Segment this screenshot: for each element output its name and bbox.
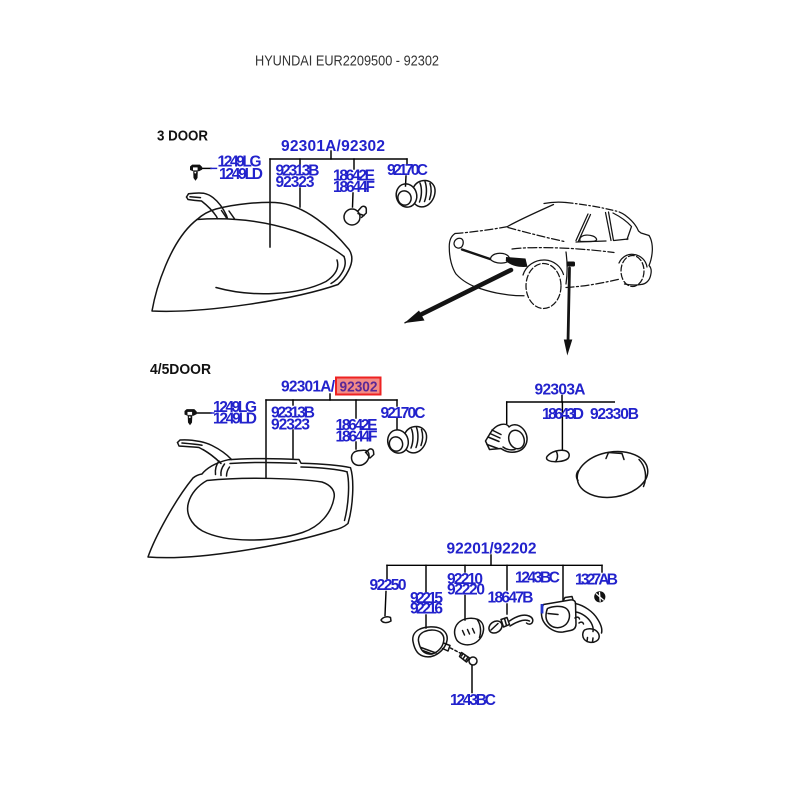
svg-text:HYUNDAI EUR2209500 - 92302: HYUNDAI EUR2209500 - 92302 — [255, 53, 439, 70]
svg-text:18642E: 18642E — [336, 417, 378, 434]
svg-text:1249LD: 1249LD — [213, 411, 257, 428]
svg-text:1249LG: 1249LG — [218, 154, 262, 171]
svg-text:92313B: 92313B — [276, 163, 320, 180]
svg-text:18644F: 18644F — [336, 429, 378, 446]
svg-text:92210: 92210 — [447, 571, 483, 588]
svg-text:4/5DOOR: 4/5DOOR — [150, 362, 211, 378]
svg-text:92250: 92250 — [370, 577, 407, 594]
svg-text:92323: 92323 — [271, 417, 310, 434]
svg-text:92330B: 92330B — [590, 406, 639, 423]
svg-text:18644F: 18644F — [333, 179, 375, 196]
svg-text:92323: 92323 — [276, 174, 315, 191]
svg-text:92170C: 92170C — [381, 405, 426, 422]
svg-text:1243BC: 1243BC — [515, 570, 560, 587]
svg-text:1249LD: 1249LD — [219, 166, 263, 183]
svg-text:92170C: 92170C — [387, 162, 428, 179]
svg-text:92215: 92215 — [410, 590, 443, 607]
svg-text:92313B: 92313B — [271, 405, 315, 422]
svg-text:1243BC: 1243BC — [450, 692, 496, 709]
svg-text:1327AB: 1327AB — [575, 572, 618, 589]
svg-text:18643D: 18643D — [542, 406, 584, 423]
svg-text:92303A: 92303A — [535, 382, 586, 399]
svg-text:92201/92202: 92201/92202 — [447, 541, 537, 558]
svg-text:92216: 92216 — [410, 601, 443, 618]
svg-text:1249LG: 1249LG — [213, 399, 257, 416]
svg-text:92220: 92220 — [447, 582, 485, 599]
svg-text:92302: 92302 — [340, 380, 378, 396]
svg-text:18647B: 18647B — [488, 590, 534, 607]
svg-text:92301A/: 92301A/ — [281, 379, 336, 396]
svg-text:92301A/92302: 92301A/92302 — [281, 138, 385, 155]
svg-text:3 DOOR: 3 DOOR — [157, 129, 208, 145]
svg-text:18642E: 18642E — [333, 168, 375, 185]
